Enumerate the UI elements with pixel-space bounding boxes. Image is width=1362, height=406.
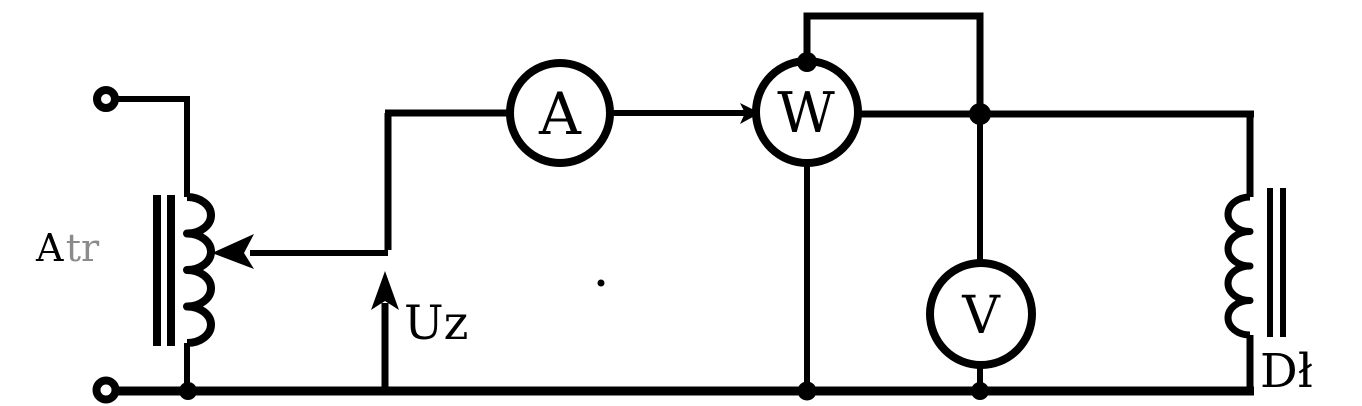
junction-dot-bottom-left <box>179 382 197 400</box>
choke: Dł <box>1224 111 1313 399</box>
input-terminal-top-icon <box>93 86 119 112</box>
choke-label: Dł <box>1260 344 1313 399</box>
wire-wattmeter-voltage-coil <box>803 12 984 114</box>
voltmeter-label: V <box>961 286 1001 346</box>
autotransformer-winding-icon <box>183 193 215 347</box>
voltmeter: V <box>926 114 1036 391</box>
tap-arrow <box>212 234 388 269</box>
wattmeter: W <box>740 12 984 391</box>
junction-dot-bottom-wattmeter <box>797 381 817 401</box>
autotransformer-label: Atr <box>35 226 100 270</box>
wattmeter-label: W <box>777 81 835 146</box>
junction-dot-top-voltmeter <box>969 103 991 125</box>
ink-speck <box>597 279 605 287</box>
ammeter-label: A <box>538 80 582 148</box>
junction-dot-bottom-voltmeter <box>971 382 989 400</box>
tap-arrowhead-icon <box>212 234 254 269</box>
ammeter-icon <box>506 59 614 167</box>
input-terminal-bottom-icon <box>92 376 120 404</box>
uz-voltage-marker: Uz <box>371 271 468 387</box>
choke-winding-icon <box>1224 193 1254 339</box>
autotransformer: Atr <box>35 86 215 404</box>
wattmeter-input-arrowhead-icon <box>740 103 760 124</box>
uz-label: Uz <box>404 296 468 351</box>
uz-arrowhead-icon <box>371 271 399 310</box>
junction-dot-wattmeter-top <box>797 52 817 72</box>
ammeter: A <box>506 59 614 167</box>
